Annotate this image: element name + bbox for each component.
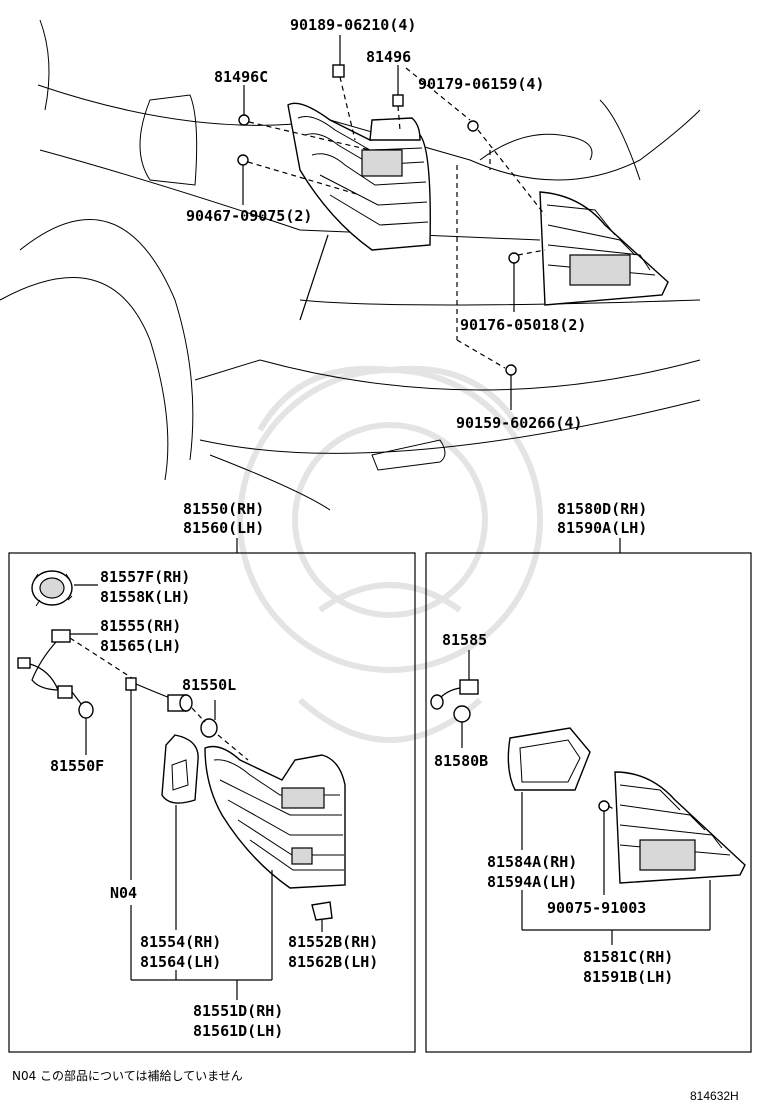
callout-81552b: 81552B(RH) (288, 933, 378, 951)
callout-90176-05018: 90176-05018(2) (460, 316, 586, 334)
callout-81496: 81496 (366, 48, 411, 66)
callout-81554: 81554(RH) (140, 933, 221, 951)
callout-81562b: 81562B(LH) (288, 953, 378, 971)
gasket-81584a-part (507, 727, 591, 791)
inner-lamp-part (614, 771, 746, 884)
callout-81550f: 81550F (50, 757, 104, 775)
callout-81496c: 81496C (214, 68, 268, 86)
right-group-title-rh: 81580D(RH) (557, 500, 647, 518)
callout-81550l: 81550L (182, 676, 236, 694)
callout-90467-09075: 90467-09075(2) (186, 207, 312, 225)
harness-81585-part (430, 679, 479, 723)
footnote: N04 この部品については補給していません (12, 1068, 243, 1083)
tail-lamp-unit (204, 745, 346, 889)
gasket-part (161, 734, 199, 804)
callout-81564: 81564(LH) (140, 953, 221, 971)
callout-81594a: 81594A(LH) (487, 873, 577, 891)
callout-81561d: 81561D(LH) (193, 1022, 283, 1040)
callout-81558k: 81558K(LH) (100, 588, 190, 606)
callout-81565: 81565(LH) (100, 637, 181, 655)
callout-81591b: 81591B(LH) (583, 968, 673, 986)
callout-90159-60266: 90159-60266(4) (456, 414, 582, 432)
left-group-title-lh: 81560(LH) (183, 519, 264, 537)
tail-lamp-assembly-top (287, 102, 431, 251)
callout-81580b: 81580B (434, 752, 488, 770)
right-group-title-lh: 81590A(LH) (557, 519, 647, 537)
callout-81551d: 81551D(RH) (193, 1002, 283, 1020)
callout-90179-06159: 90179-06159(4) (418, 75, 544, 93)
bulb-socket-n04 (125, 677, 193, 712)
callout-81557f: 81557F(RH) (100, 568, 190, 586)
right-parts-box: 81585 81580B 81584A(RH) 81594A(LH) 90075… (425, 552, 752, 1053)
callout-81581c: 81581C(RH) (583, 948, 673, 966)
bulb-part (200, 718, 218, 738)
socket-part (31, 570, 73, 607)
callout-90075-91003: 90075-91003 (547, 899, 646, 917)
left-parts-box: 81557F(RH) 81558K(LH) 81555(RH) 81565(LH… (8, 552, 416, 1053)
vehicle-rear-body (0, 19, 701, 511)
figure-reference: 814632H (690, 1089, 739, 1103)
leader-lines-top (242, 35, 546, 410)
screw-part (598, 800, 610, 812)
callout-81584a: 81584A(RH) (487, 853, 577, 871)
clip-part (311, 901, 333, 921)
callout-90189-06210: 90189-06210(4) (290, 16, 416, 34)
wire-harness-part (17, 629, 94, 719)
callout-81585: 81585 (442, 631, 487, 649)
inner-lamp-top (539, 191, 669, 306)
callout-81555: 81555(RH) (100, 617, 181, 635)
callout-n04: N04 (110, 884, 137, 902)
left-group-title-rh: 81550(RH) (183, 500, 264, 518)
